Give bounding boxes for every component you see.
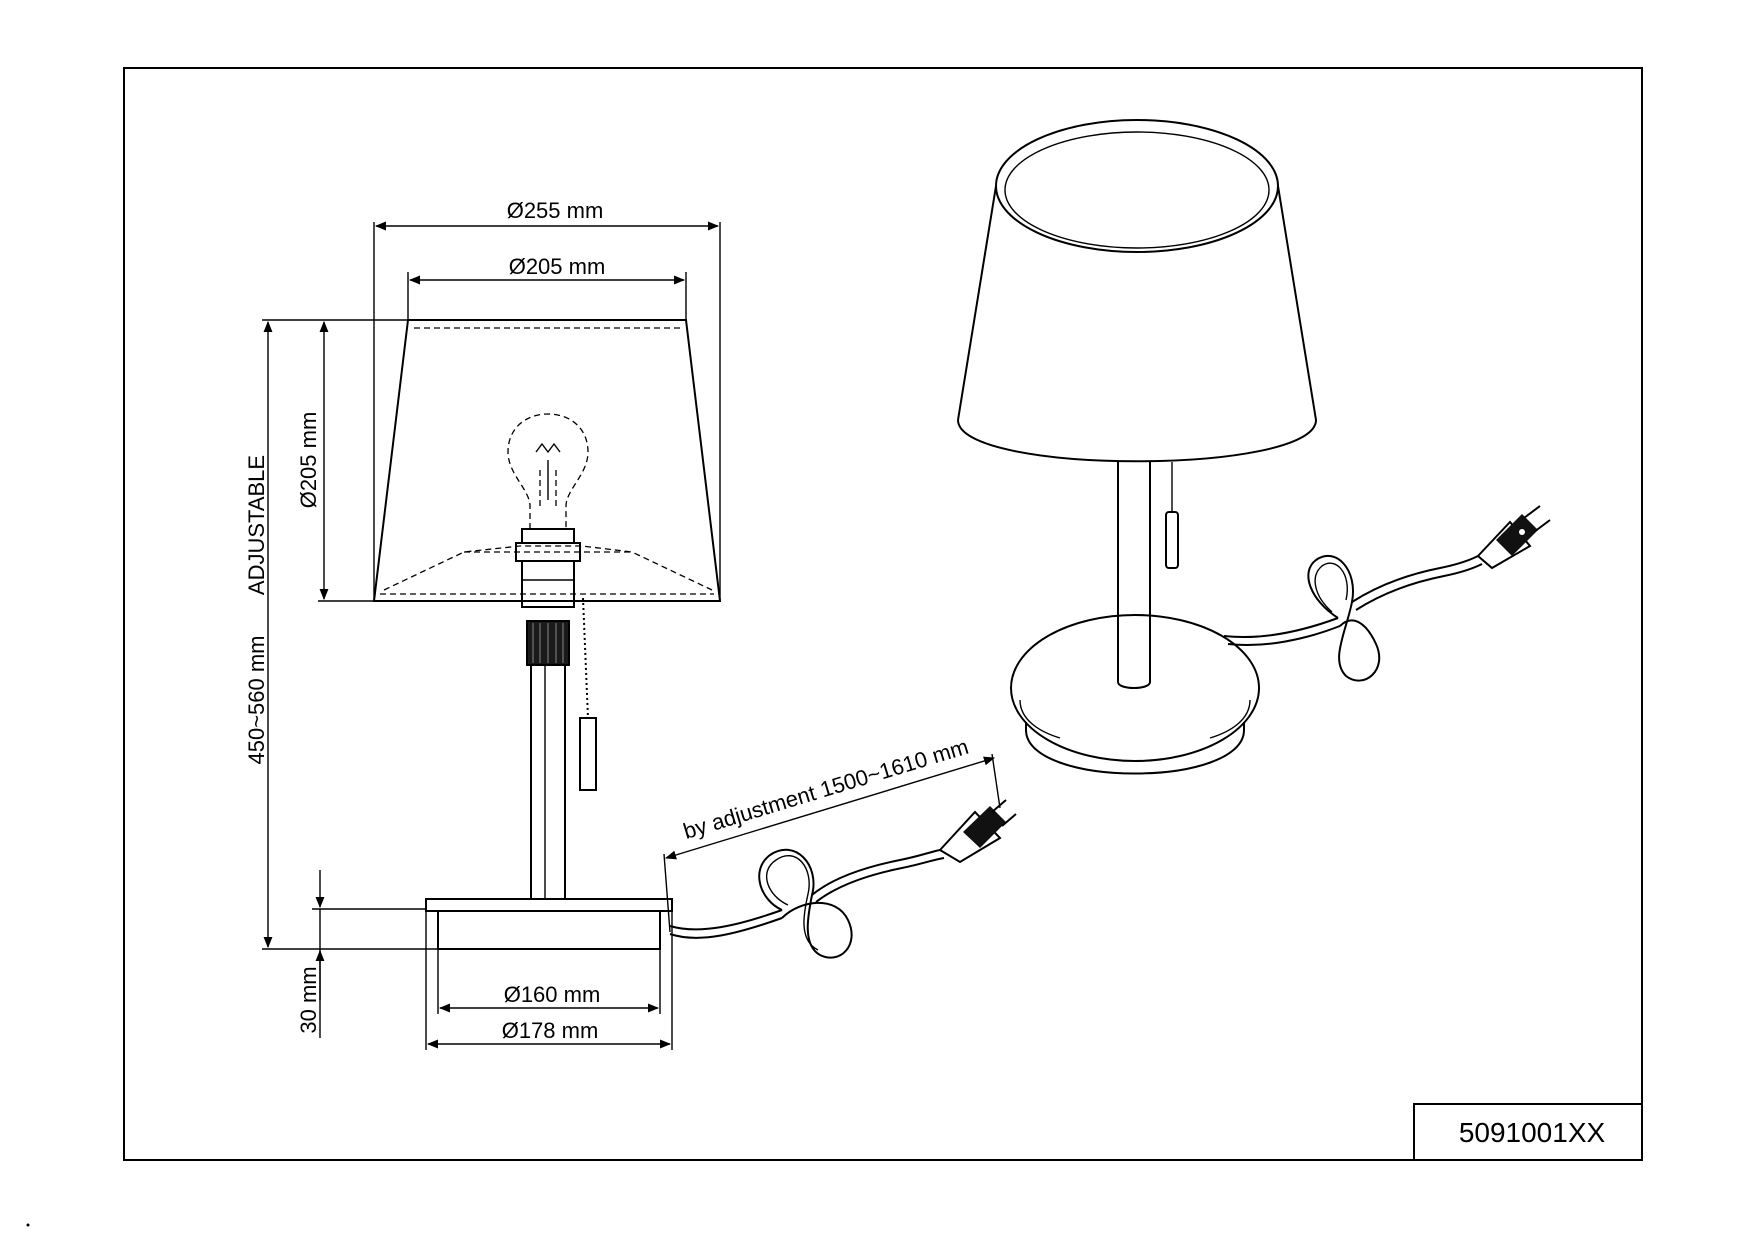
dimension-base-outer-diameter: Ø178 mm: [502, 1018, 599, 1043]
title-block: 5091001XX: [1413, 1103, 1643, 1161]
dimension-shade-height: Ø205 mm: [296, 412, 321, 509]
lamp-base-perspective: [1010, 614, 1260, 775]
page-mark: [26, 1223, 30, 1227]
pull-chain: [579, 597, 597, 791]
knob-ring: [526, 620, 570, 666]
power-plug-perspective: [1476, 505, 1551, 570]
front-view: [372, 319, 1017, 959]
dimension-base-inner-diameter: Ø160 mm: [504, 982, 601, 1007]
lamp-stem-perspective: [1117, 462, 1179, 689]
lamp-shade-perspective: [957, 119, 1317, 463]
perspective-view: [957, 119, 1551, 775]
power-cable-perspective: [1223, 554, 1483, 682]
dimension-cable-length: by adjustment 1500~1610 mm: [680, 734, 971, 844]
lamp-shade-front: [372, 319, 722, 602]
dimension-total-height: 450~560 mm: [244, 635, 269, 764]
part-number: 5091001XX: [1459, 1117, 1606, 1148]
dimension-total-height-note: ADJUSTABLE: [244, 455, 269, 595]
dimension-lines: Ø255 mm Ø205 mm Ø205 mm 450~560 mm ADJUS…: [244, 198, 1001, 1050]
lamp-base-front: [425, 898, 673, 950]
power-plug-front: [938, 799, 1017, 864]
light-bulb: [507, 413, 589, 529]
dimension-base-height: 30 mm: [296, 966, 321, 1033]
lamp-stem: [530, 664, 566, 900]
dimension-shade-inner-diameter: Ø205 mm: [509, 254, 606, 279]
lamp-socket: [515, 528, 581, 608]
power-cable-front: [669, 848, 945, 959]
dimension-shade-outer-diameter: Ø255 mm: [507, 198, 604, 223]
drawing-frame: [123, 67, 1643, 1161]
